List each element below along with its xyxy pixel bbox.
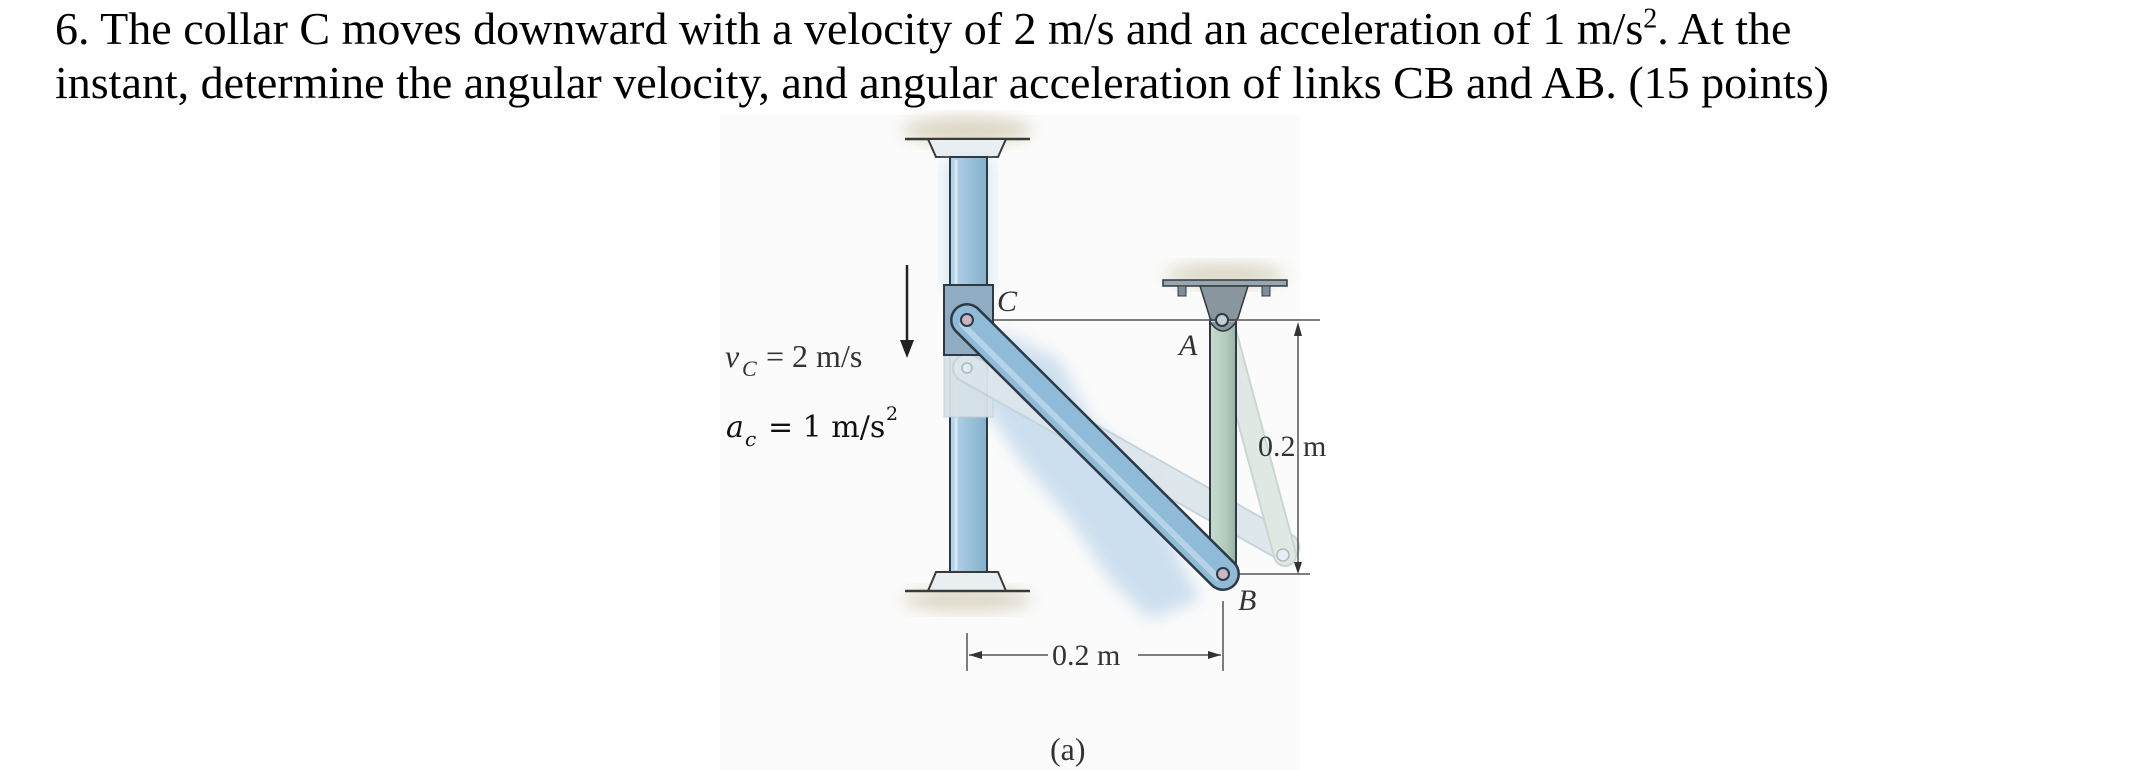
pin-a bbox=[1215, 313, 1229, 327]
top-support bbox=[902, 116, 1032, 158]
svg-text:C: C bbox=[742, 356, 757, 381]
svg-text:= 2 m/s: = 2 m/s bbox=[766, 338, 862, 374]
problem-statement: 6. The collar C moves downward with a ve… bbox=[55, 2, 2155, 110]
pin-b bbox=[1216, 567, 1230, 581]
link-ab bbox=[1209, 319, 1237, 575]
label-a: A bbox=[1177, 329, 1198, 362]
pin-support-a bbox=[1162, 263, 1288, 328]
acceleration-label: a c = 1 m/s 2 bbox=[726, 403, 898, 451]
horizontal-dimension-label: 0.2 m bbox=[1052, 639, 1120, 672]
label-b: B bbox=[1238, 584, 1256, 617]
figure-caption: (a) bbox=[1050, 731, 1086, 767]
link-cb bbox=[950, 303, 1240, 591]
svg-text:c: c bbox=[745, 427, 756, 451]
problem-line-1: 6. The collar C moves downward with a ve… bbox=[55, 3, 1792, 54]
pin-c bbox=[960, 313, 974, 327]
vertical-dimension bbox=[1240, 322, 1310, 575]
svg-text:2: 2 bbox=[886, 403, 898, 425]
horizontal-dimension bbox=[966, 601, 1224, 671]
bottom-support bbox=[902, 571, 1032, 612]
velocity-arrow bbox=[900, 265, 914, 358]
label-c: C bbox=[997, 285, 1018, 318]
svg-text:v: v bbox=[725, 338, 740, 374]
velocity-label: v C = 2 m/s bbox=[725, 338, 862, 381]
vertical-dimension-label: 0.2 m bbox=[1258, 430, 1326, 463]
svg-text:= 1 m/s: = 1 m/s bbox=[768, 410, 885, 445]
problem-line-2: instant, determine the angular velocity,… bbox=[55, 57, 1829, 108]
problem-number: 6. bbox=[55, 3, 90, 54]
svg-text:a: a bbox=[726, 410, 744, 445]
